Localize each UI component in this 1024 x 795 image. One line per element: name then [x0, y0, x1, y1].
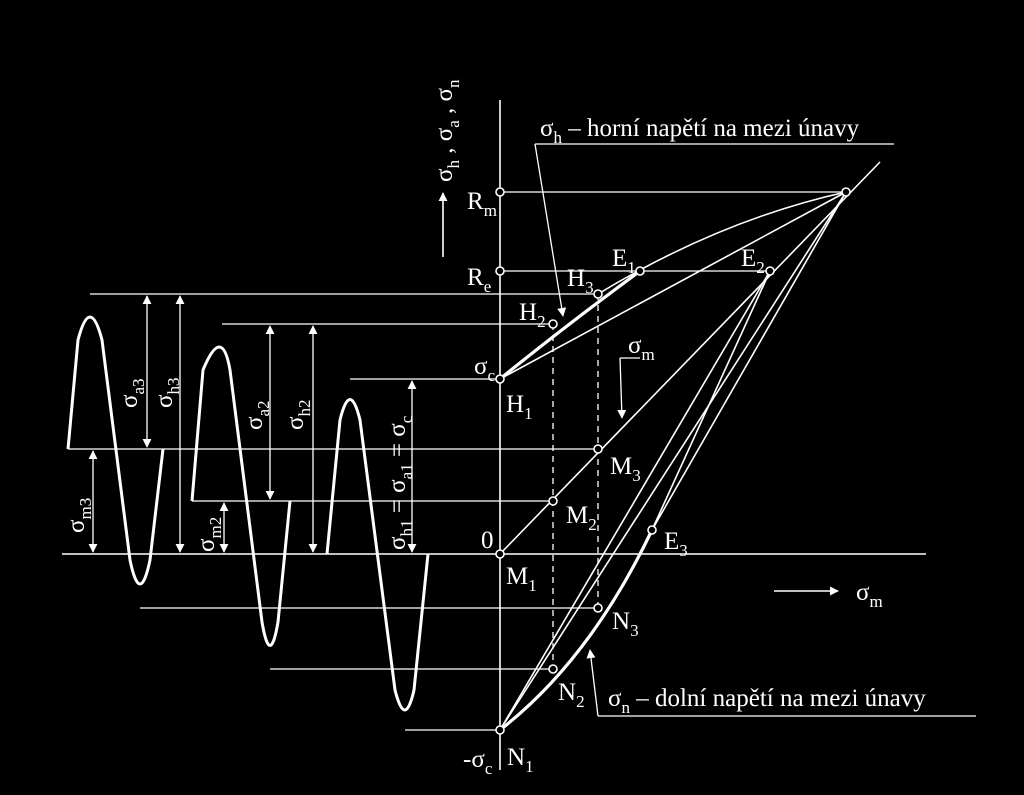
- label-sm3: σm3: [63, 498, 95, 533]
- label-e2: E2: [741, 245, 765, 277]
- point-m2: [548, 496, 558, 506]
- stress-cycle-3: [66, 315, 165, 586]
- label-sh2: σh2: [282, 400, 314, 430]
- point-re: [495, 266, 505, 276]
- label-rm: Rm: [467, 188, 497, 220]
- stress-cycle-1: [325, 398, 430, 712]
- label-re: Re: [467, 264, 491, 296]
- stress-cycle-2: [190, 345, 292, 647]
- point-top: [841, 187, 851, 197]
- dimension-arrows: [88, 295, 417, 553]
- label-sh3: σh3: [151, 378, 183, 408]
- point-e2: [765, 266, 775, 276]
- line-e2-to-e3: [651, 270, 771, 531]
- point-h2: [548, 319, 558, 329]
- label-h3: H3: [567, 265, 594, 297]
- label-n2: N2: [558, 679, 585, 711]
- label-zero: 0: [481, 527, 494, 554]
- point-e3: [647, 525, 657, 535]
- line-sigma-c-to-rm: [499, 191, 847, 380]
- axes: [62, 100, 926, 770]
- line-n1-to-e2: [499, 270, 771, 731]
- upper-label-leader: [534, 143, 567, 317]
- points: [495, 187, 851, 735]
- horizontal-axis-label: σm: [856, 579, 883, 611]
- label-sa3: σa3: [116, 378, 148, 408]
- mean-stress-line: [499, 161, 881, 555]
- label-e1: E1: [612, 245, 636, 277]
- vertical-axis-label: σh , σa , σn: [431, 79, 463, 182]
- line-minus-sigma-c-to-rm: [499, 191, 847, 731]
- lower-label-leader: [586, 649, 599, 717]
- label-cycle-1: σh1 = σa1 = σc: [384, 415, 416, 550]
- label-minus-sigma-c: -σc: [463, 746, 493, 778]
- point-h3: [593, 289, 603, 299]
- point-rm: [495, 187, 505, 197]
- label-h1: H1: [506, 391, 533, 423]
- label-n3: N3: [612, 608, 639, 640]
- label-n1: N1: [507, 744, 534, 776]
- label-e3: E3: [664, 528, 688, 560]
- lower-curve-label: σn – dolní napětí na mezi únavy: [608, 685, 926, 717]
- label-m1: M1: [506, 563, 537, 595]
- label-m3: M3: [610, 453, 641, 485]
- point-n1: [495, 725, 505, 735]
- point-e1: [635, 266, 645, 276]
- diagram-lines: [498, 161, 881, 732]
- stress-cycles: [66, 315, 430, 712]
- lower-limit-curve: [499, 529, 654, 732]
- label-sm2: σm2: [193, 517, 225, 552]
- level-lines: [68, 191, 846, 731]
- point-n2: [548, 664, 558, 674]
- mean-label-leader: [617, 357, 627, 419]
- point-h1: [495, 374, 505, 384]
- point-m1: [495, 549, 505, 559]
- upper-limit-curve: [498, 269, 641, 381]
- line-e3-to-rm: [651, 191, 847, 531]
- label-h2: H2: [519, 299, 546, 331]
- label-sa2: σa2: [241, 400, 273, 430]
- upper-curve-rm: [597, 191, 847, 295]
- label-sigma-c: σc: [474, 353, 495, 385]
- upper-curve-label: σh – horní napětí na mezi únavy: [540, 115, 860, 147]
- point-m3: [593, 444, 603, 454]
- point-n3: [593, 603, 603, 613]
- label-m2: M2: [566, 502, 597, 534]
- leaders: [438, 143, 976, 717]
- mean-line-label: σm: [628, 332, 655, 364]
